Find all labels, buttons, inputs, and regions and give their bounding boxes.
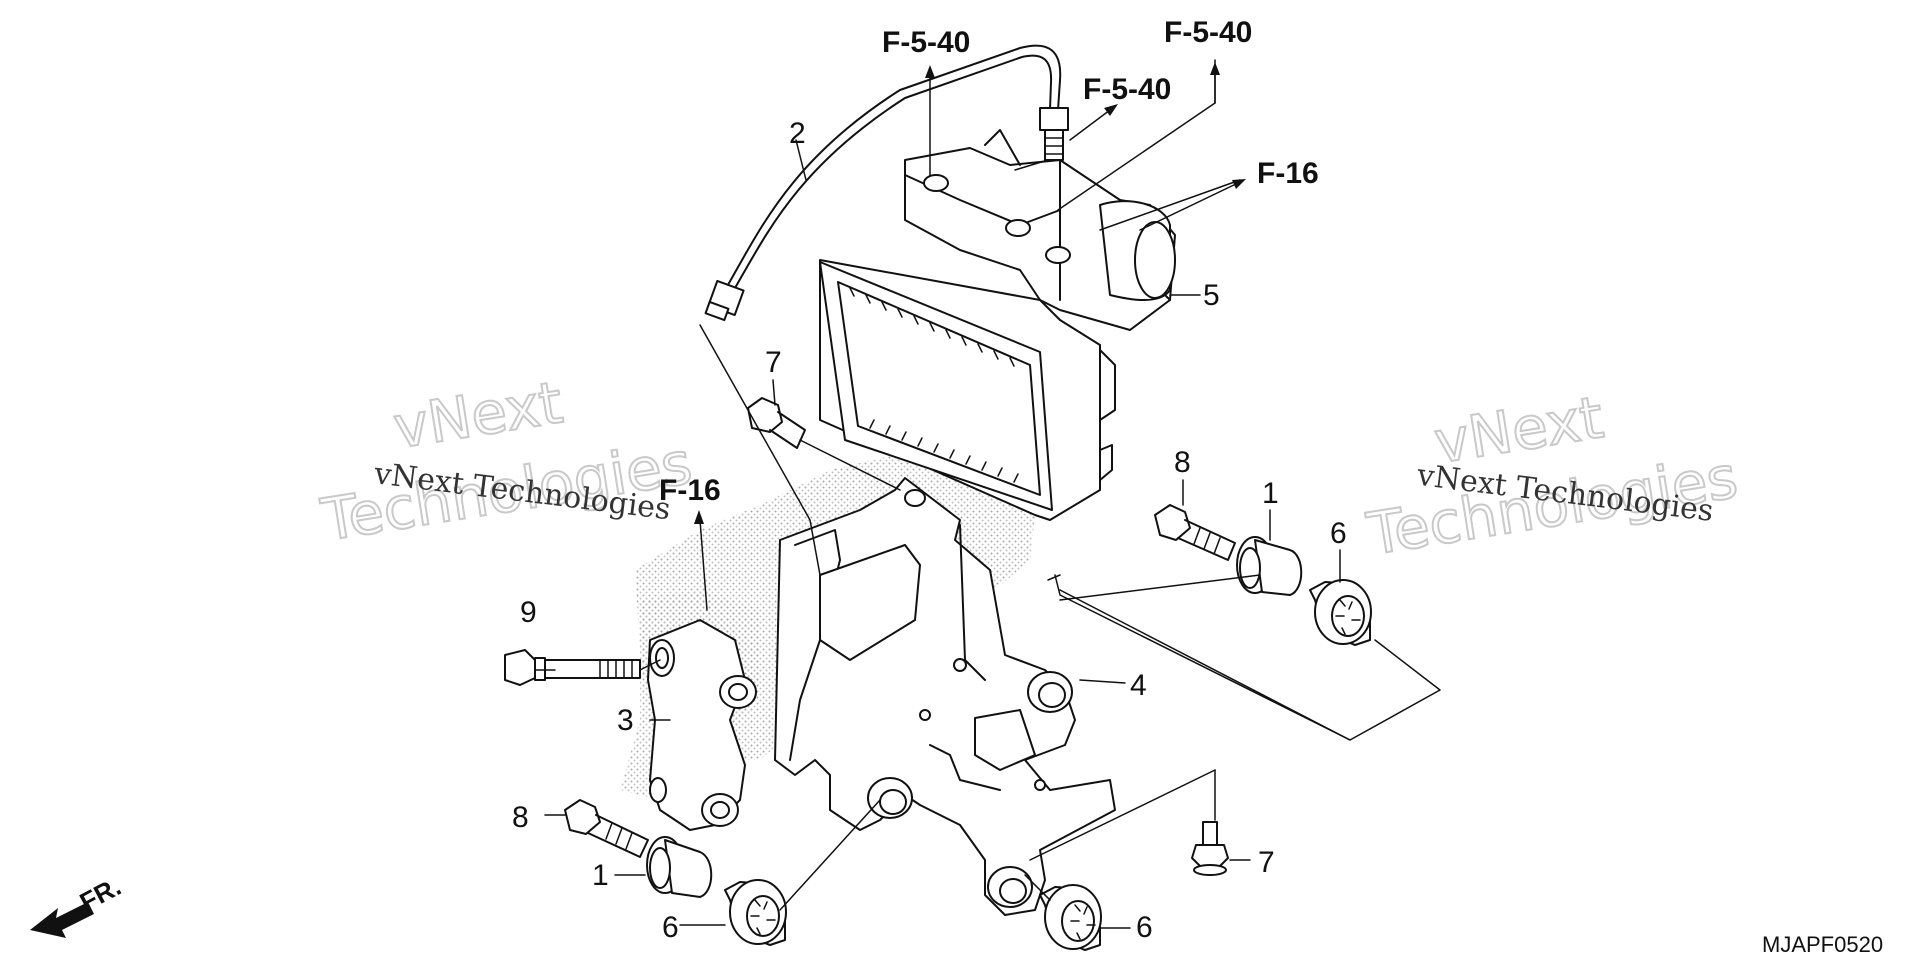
callout-1-lower: 1 [592, 859, 609, 892]
ref-f540-left[interactable]: F-5-40 [882, 26, 970, 59]
bolt-8-upper[interactable] [1154, 504, 1236, 561]
callout-8-lower: 8 [512, 801, 529, 834]
watermark-left-line1: vNext [389, 368, 567, 462]
callout-8-upper: 8 [1174, 446, 1191, 479]
brake-joint[interactable] [647, 619, 757, 831]
grommet-6-lower-right[interactable] [1039, 884, 1102, 951]
reference-arrows [694, 62, 1246, 611]
ref-f16-right[interactable]: F-16 [1257, 157, 1319, 190]
callout-7-lower: 7 [1258, 846, 1275, 879]
ref-f16-left[interactable]: F-16 [659, 474, 721, 507]
callout-5: 5 [1203, 279, 1220, 312]
small-bolt-7-upper[interactable] [747, 397, 806, 449]
watermark-right: vNext Technologies [1361, 382, 1743, 569]
collar-1-lower[interactable] [646, 836, 713, 898]
grommet-6-upper[interactable] [1309, 579, 1372, 646]
abs-bracket[interactable] [774, 477, 1116, 916]
callout-7-upper: 7 [765, 346, 782, 379]
abs-modulator-unit[interactable] [819, 129, 1176, 521]
front-arrow-icon [30, 902, 94, 938]
callout-leaders [534, 139, 1341, 929]
callout-6-upper: 6 [1330, 517, 1347, 550]
watermark-left: vNext Technologies [316, 367, 698, 555]
callout-2: 2 [789, 117, 806, 150]
collar-1-upper[interactable] [1236, 536, 1303, 596]
grommet-6-lower-left[interactable] [724, 879, 787, 946]
ref-f540-right[interactable]: F-5-40 [1164, 16, 1252, 49]
small-bolt-7-lower[interactable] [1191, 821, 1229, 876]
callout-3: 3 [617, 704, 634, 737]
front-direction-indicator: FR. [30, 871, 126, 938]
long-bolt-9[interactable] [504, 649, 641, 686]
callout-4: 4 [1130, 669, 1147, 702]
callout-6-lower-left: 6 [662, 911, 679, 944]
ref-f540-middle[interactable]: F-5-40 [1083, 73, 1171, 106]
diagram-code: MJAPF0520 [1762, 932, 1883, 957]
brake-pipe[interactable] [704, 44, 1069, 322]
callout-9: 9 [520, 596, 537, 629]
bolt-8-lower[interactable] [564, 799, 649, 858]
callout-6-lower-right: 6 [1136, 911, 1153, 944]
callout-1-upper: 1 [1262, 477, 1279, 510]
